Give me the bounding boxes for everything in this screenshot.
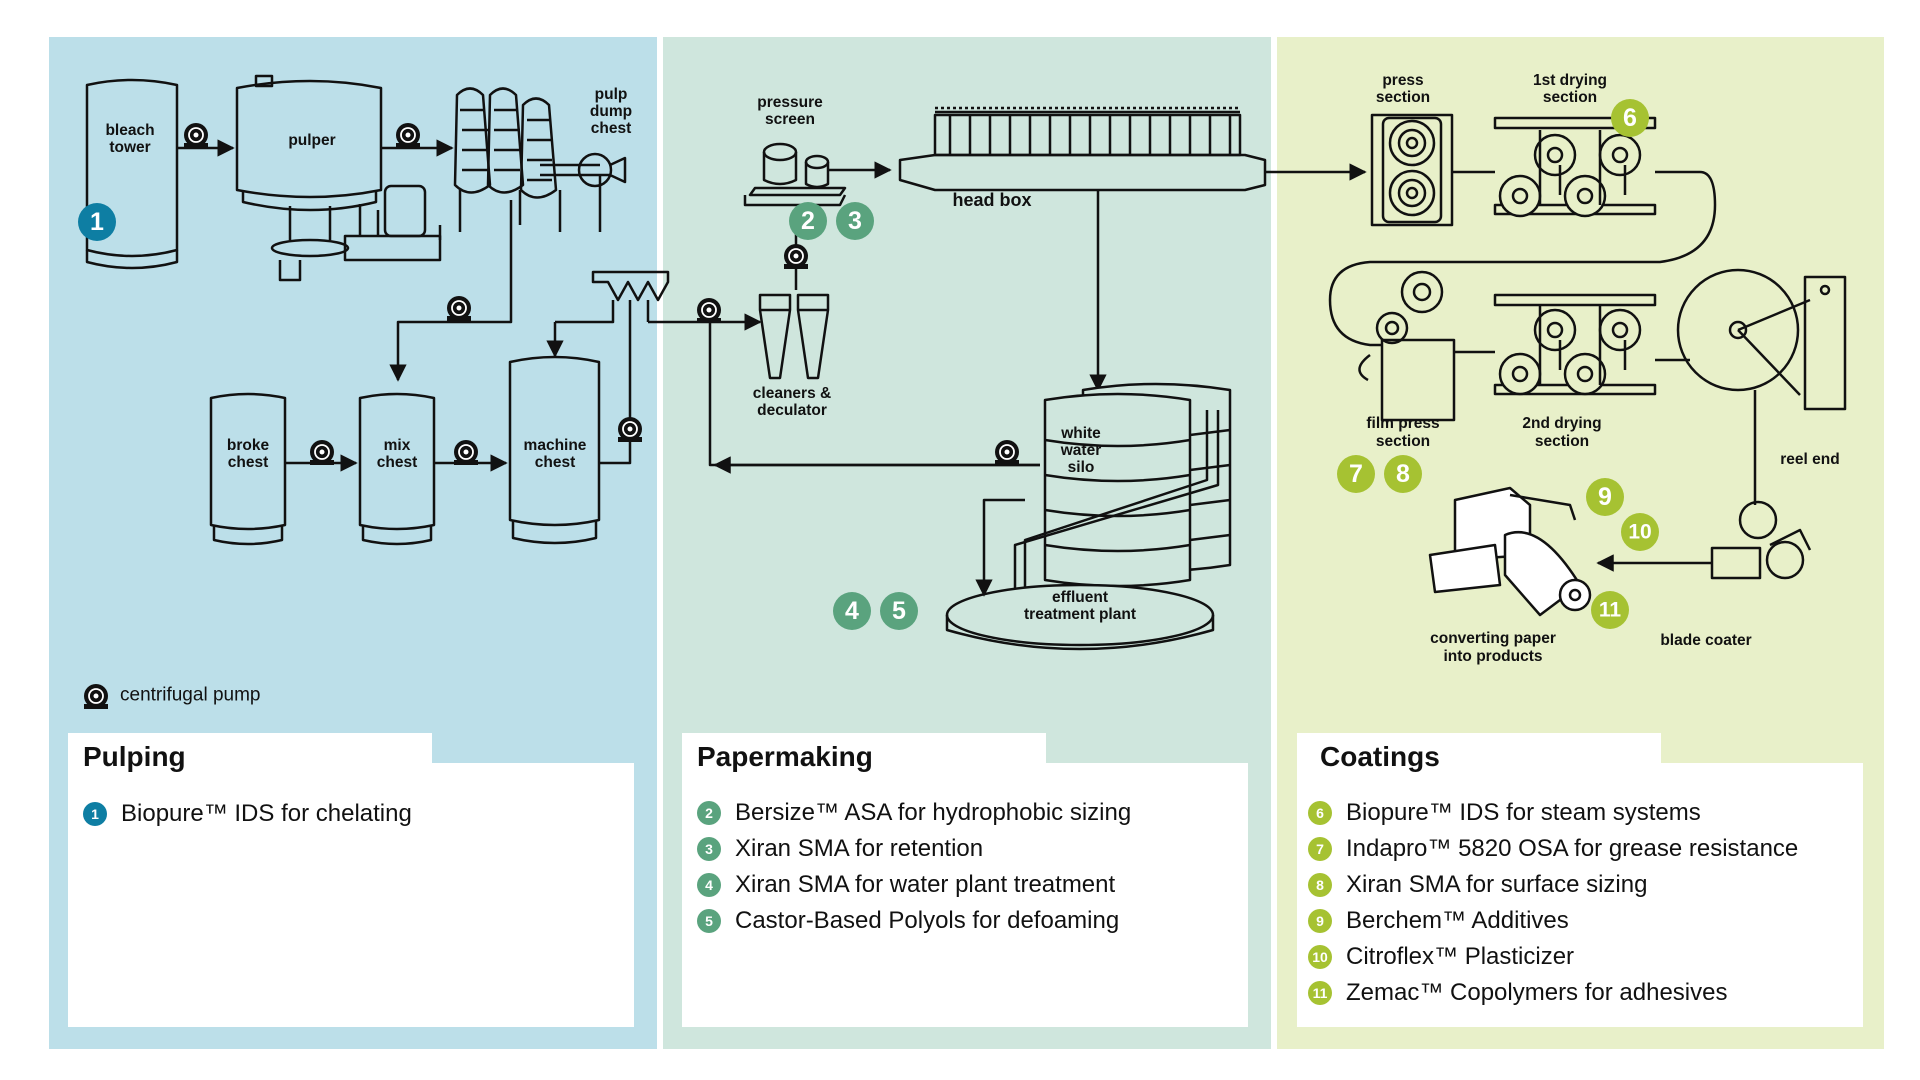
effluent-treatment-plant [945,583,1215,651]
badge-2: 2 [789,202,827,240]
converting-products [1428,486,1592,617]
press-section [1370,113,1454,227]
label-head-box: head box [952,190,1031,210]
label-bleach-tower: bleach [105,122,154,139]
pulper [235,74,442,282]
blend-hopper [591,270,670,302]
svg-text:chest: chest [535,454,576,471]
badge-9: 9 [1586,478,1624,516]
coatings-card [1297,763,1863,1027]
list-item: 8 Xiran SMA for surface sizing [1308,871,1647,899]
label-reel-end: reel end [1780,451,1839,468]
svg-text:9: 9 [1598,483,1612,511]
list-item: 6 Biopure™ IDS for steam systems [1308,799,1701,827]
svg-text:7: 7 [1349,460,1363,488]
label-cleaners-deculator: cleaners & [753,385,831,402]
svg-text:section: section [1535,433,1589,450]
badge-5: 5 [880,592,918,630]
svg-text:treatment plant: treatment plant [1024,606,1136,623]
svg-text:10: 10 [1628,521,1651,544]
label-pressure-screen: pressure [757,94,823,111]
svg-text:chest: chest [228,454,269,471]
pressure-screen [743,142,847,207]
list-item: 3 Xiran SMA for retention [697,835,983,863]
svg-text:dump: dump [590,103,632,120]
svg-text:chest: chest [591,120,632,137]
label-converting-products: converting paper [1430,630,1556,647]
badge-7: 7 [1337,455,1375,493]
svg-text:section: section [1376,89,1430,106]
blade-coater [1710,500,1812,580]
label-blade-coater: blade coater [1660,632,1751,649]
cleaners-deculator [758,293,830,380]
first-drying-section [1493,116,1657,218]
equipment-labels: bleach tower pulper pulp dump chest brok… [105,72,1839,665]
label-mix-chest: mix [384,437,411,454]
label-pulper: pulper [288,132,335,149]
pulping-title: Pulping [83,741,186,772]
label-broke-chest: broke [227,437,270,454]
badge-11: 11 [1591,591,1629,629]
list-item: 5 Castor-Based Polyols for defoaming [697,907,1119,935]
svg-text:1: 1 [90,208,104,236]
broke-chest [209,392,287,546]
badge-6: 6 [1611,99,1649,137]
list-item: 4 Xiran SMA for water plant treatment [697,871,1115,899]
list-item: 11 Zemac™ Copolymers for adhesives [1308,979,1727,1007]
label-press-section: press [1382,72,1423,89]
svg-text:5: 5 [892,597,906,625]
svg-text:water: water [1060,442,1102,459]
list-item: 10 Citroflex™ Plasticizer [1308,943,1574,971]
machine-chest [508,355,601,545]
pulping-card [68,763,634,1027]
label-machine-chest: machine [524,437,587,454]
list-item: 2 Bersize™ ASA for hydrophobic sizing [697,799,1131,827]
mix-chest [358,392,436,546]
svg-text:screen: screen [765,111,815,128]
papermaking-card [682,763,1248,1027]
svg-text:section: section [1543,89,1597,106]
badge-1: 1 [78,203,116,241]
coatings-title: Coatings [1320,741,1440,772]
svg-text:into products: into products [1443,648,1542,665]
legend-label: centrifugal pump [120,685,260,706]
list-item: 1 Biopure™ IDS for chelating [83,800,412,828]
label-second-drying-section: 2nd drying [1522,415,1601,432]
list-item: 7 Indapro™ 5820 OSA for grease resistanc… [1308,835,1798,863]
svg-text:2: 2 [801,207,815,235]
label-first-drying-section: 1st drying [1533,72,1607,89]
white-water-silo [1013,382,1232,595]
svg-text:3: 3 [848,207,862,235]
badge-3: 3 [836,202,874,240]
list-item: 9 Berchem™ Additives [1308,907,1569,935]
svg-text:8: 8 [1396,460,1410,488]
film-press-section [1358,270,1456,422]
svg-text:4: 4 [845,597,859,625]
label-effluent-treatment-plant: effluent [1052,589,1108,606]
svg-text:tower: tower [109,139,150,156]
svg-text:chest: chest [377,454,418,471]
svg-text:silo: silo [1068,459,1095,476]
legend: centrifugal pump [83,683,260,710]
svg-text:deculator: deculator [757,402,827,419]
badge-4: 4 [833,592,871,630]
badge-10: 10 [1621,513,1659,551]
centrifugal-pump-icon [83,683,109,710]
svg-text:11: 11 [1599,599,1622,622]
reel-end [1676,268,1847,411]
papermaking-title: Papermaking [697,741,873,772]
second-drying-section [1493,293,1657,396]
svg-text:6: 6 [1623,104,1637,132]
label-film-press-section: film press [1366,415,1439,432]
badges: 1 2 3 4 5 6 7 8 9 10 11 [78,99,1659,630]
head-box [898,106,1267,192]
pulp-dump-chest [438,87,627,240]
label-white-water-silo: white [1060,425,1101,442]
svg-text:section: section [1376,433,1430,450]
label-pulp-dump-chest: pulp [595,86,628,103]
badge-8: 8 [1384,455,1422,493]
